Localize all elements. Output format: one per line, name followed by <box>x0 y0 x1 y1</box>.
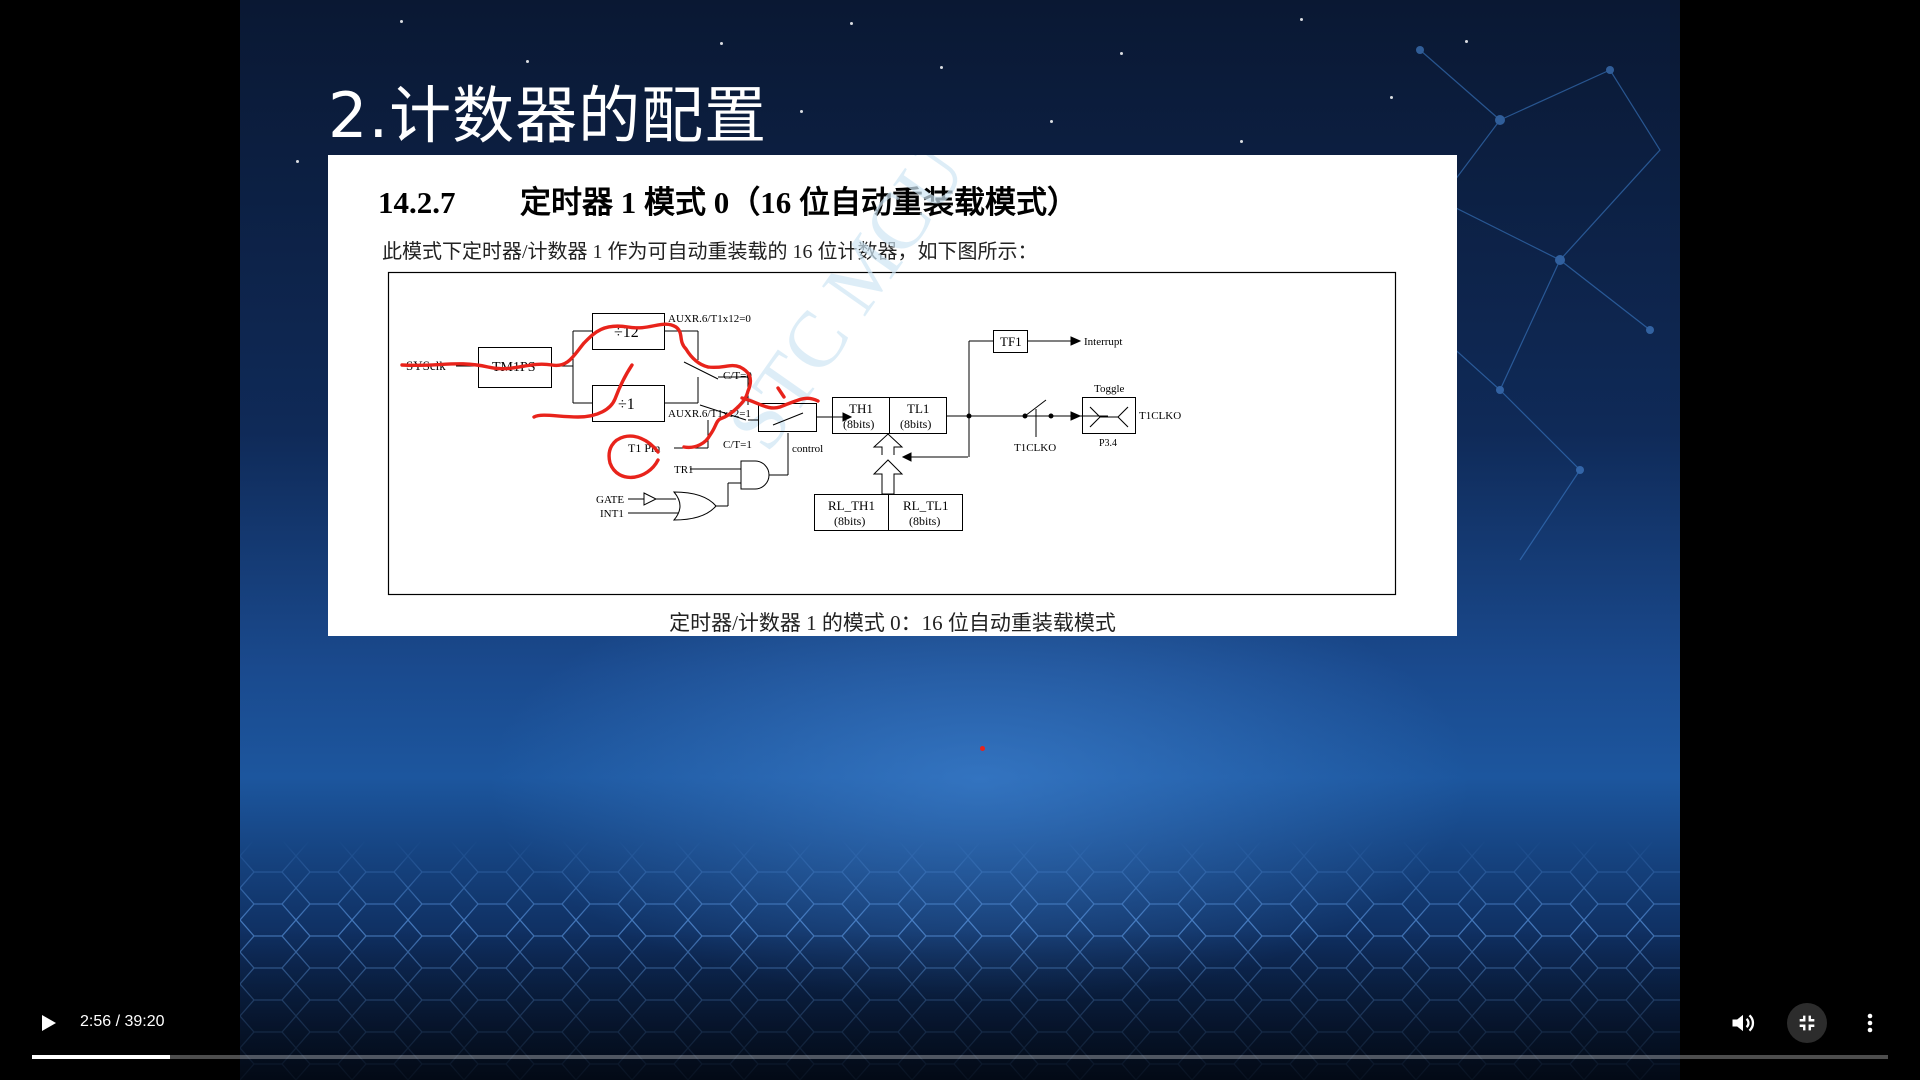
star-decoration <box>400 20 403 23</box>
div12-box <box>592 313 665 350</box>
star-decoration <box>1390 96 1393 99</box>
div1-label: ÷1 <box>618 396 635 413</box>
t1clko-switch-label: T1CLKO <box>1014 442 1056 454</box>
tl1-bits: (8bits) <box>900 417 931 431</box>
star-decoration <box>296 160 299 163</box>
document-screenshot: 14.2.7 定时器 1 模式 0（16 位自动重装载模式） 此模式下定时器/计数… <box>328 155 1457 636</box>
rl-th1-label: RL_TH1 <box>828 498 875 513</box>
rl-tl1-box <box>888 494 963 531</box>
and-gate <box>740 460 770 490</box>
th1-label: TH1 <box>849 401 873 416</box>
reload-arrow <box>872 459 904 495</box>
toggle-label: Toggle <box>1094 383 1125 395</box>
timer-block-diagram: STC MCU SYSclk TM1PS ÷12 ÷1 AUXR <box>387 155 1397 596</box>
volume-icon <box>1732 1014 1755 1032</box>
star-decoration <box>1465 40 1468 43</box>
section-description: 此模式下定时器/计数器 1 作为可自动重装载的 16 位计数器，如下图所示： <box>382 241 1038 263</box>
network-decoration <box>1399 46 1661 561</box>
star-decoration <box>1300 18 1303 21</box>
diagram-caption: 定时器/计数器 1 的模式 0：16 位自动重装载模式 <box>669 611 1116 635</box>
star-decoration <box>1120 52 1123 55</box>
star-decoration <box>720 42 723 45</box>
slide-title: 2.计数器的配置 <box>328 79 768 152</box>
tm1ps-box <box>478 347 552 388</box>
toggle-box <box>1082 397 1136 434</box>
section-heading: 14.2.7 定时器 1 模式 0（16 位自动重装载模式） <box>378 177 1078 222</box>
more-vert-icon <box>1867 1013 1873 1033</box>
progress-fill <box>32 1055 171 1059</box>
auxr-0-label: AUXR.6/T1x12=0 <box>668 313 751 325</box>
slide-frame: 2.计数器的配置 14.2.7 定时器 1 模式 0（16 位自动重装载模式） 此… <box>240 0 1680 1080</box>
t1clko-output-label: T1CLKO <box>1139 410 1181 422</box>
interrupt-label: Interrupt <box>1084 336 1122 348</box>
play-icon <box>42 1015 56 1031</box>
star-decoration <box>1050 120 1053 123</box>
p34-label: P3.4 <box>1099 438 1117 449</box>
star-decoration <box>800 110 803 113</box>
red-annotation <box>400 322 820 480</box>
rl-th1-bits: (8bits) <box>834 514 865 528</box>
more-options-button[interactable] <box>1852 1005 1888 1041</box>
red-dot <box>980 746 985 751</box>
tf1-box <box>993 330 1028 353</box>
ct1-label: C/T=1 <box>723 439 752 451</box>
controls-gradient <box>0 930 1920 1080</box>
star-decoration <box>526 60 529 63</box>
diagram-frame <box>387 271 1397 596</box>
star-decoration <box>1240 140 1243 143</box>
control-label: control <box>792 443 823 455</box>
star-decoration <box>940 66 943 69</box>
auxr-1-label: AUXR.6/T1x12=1 <box>668 408 751 420</box>
ct0-label: C/T=0 <box>723 370 752 382</box>
exit-fullscreen-button[interactable] <box>1787 1003 1827 1043</box>
tf1-label: TF1 <box>1000 334 1022 349</box>
exit-fullscreen-icon <box>1799 1015 1815 1031</box>
volume-button[interactable] <box>1725 1005 1761 1041</box>
rl-tl1-bits: (8bits) <box>909 514 940 528</box>
div1-box <box>592 385 665 422</box>
time-display: 2:56 / 39:20 <box>80 1013 165 1030</box>
tl1-label: TL1 <box>907 401 929 416</box>
tr1-label: TR1 <box>674 464 694 476</box>
play-button[interactable] <box>30 1005 66 1041</box>
rl-tl1-label: RL_TL1 <box>903 498 949 513</box>
star-decoration <box>850 22 853 25</box>
section-number: 14.2.7 <box>378 185 456 220</box>
gate-label: GATE <box>596 494 624 506</box>
tl1-box <box>889 397 947 434</box>
section-title: 定时器 1 模式 0（16 位自动重装载模式） <box>520 185 1078 220</box>
or-gate <box>672 491 717 521</box>
th1-bits: (8bits) <box>843 417 874 431</box>
progress-bar[interactable] <box>32 1055 1888 1059</box>
int1-label: INT1 <box>600 508 624 520</box>
